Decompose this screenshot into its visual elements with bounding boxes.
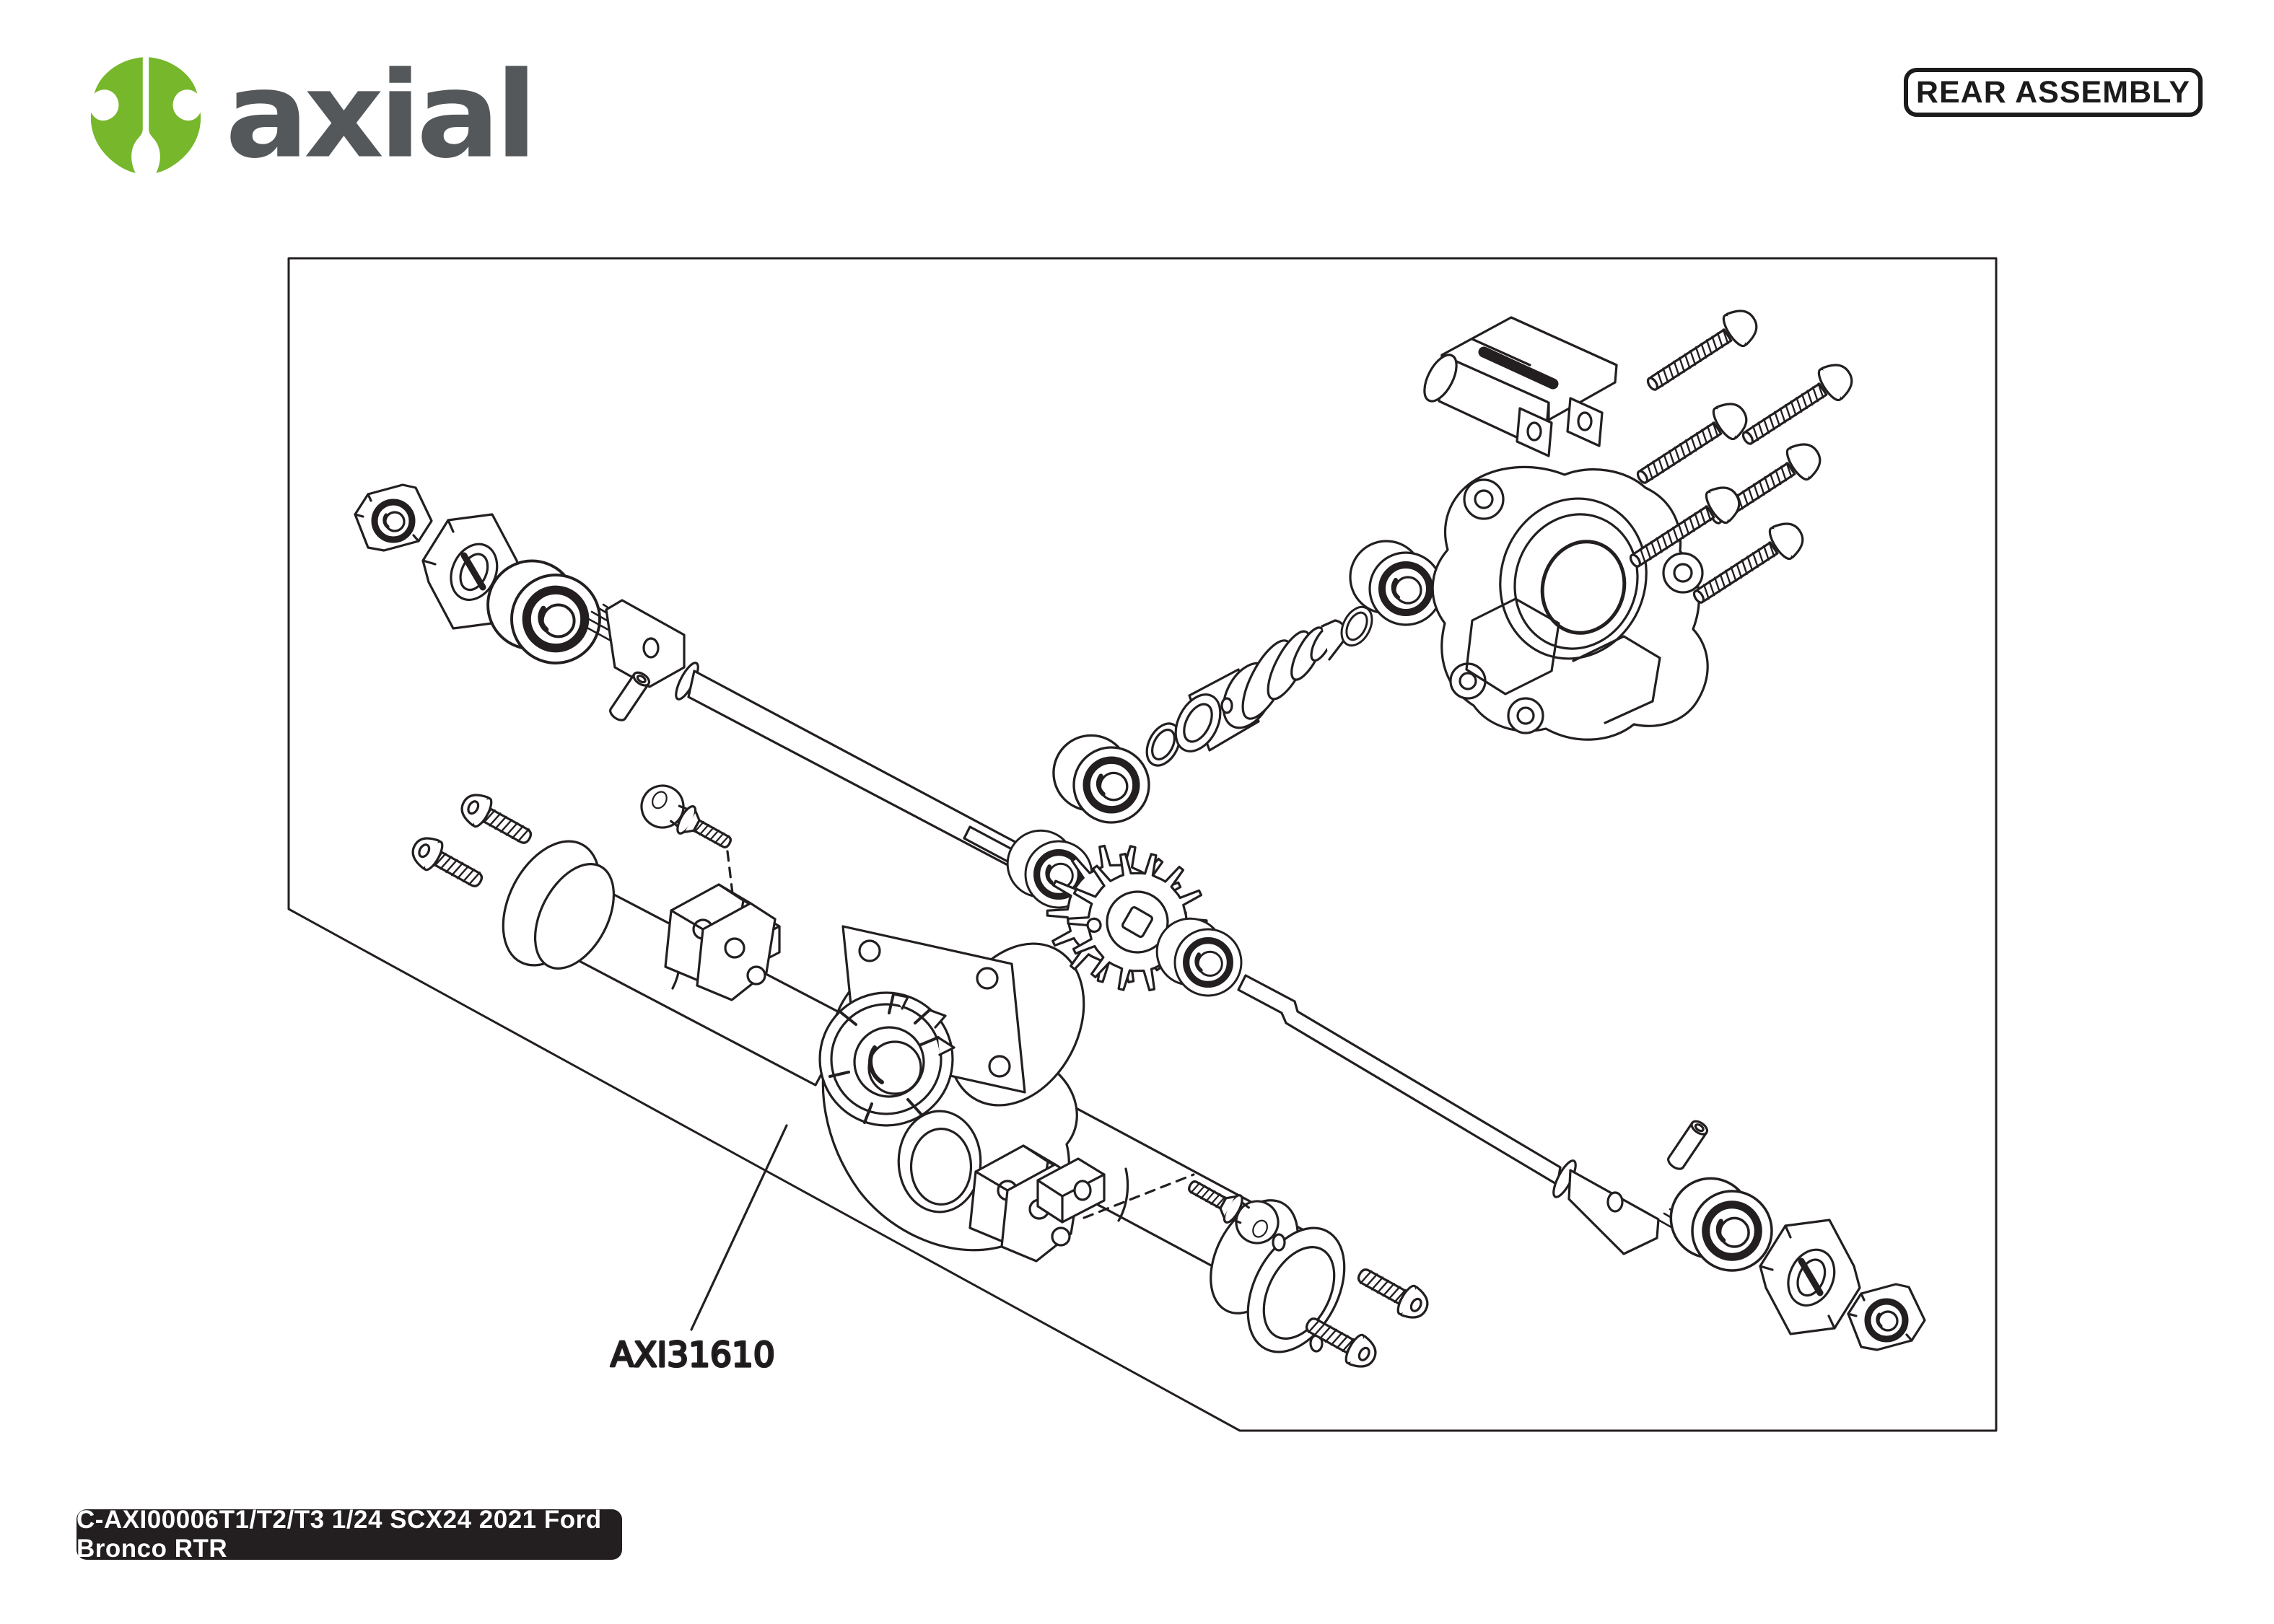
axial-emblem-icon: [90, 57, 201, 173]
diagram-frame-group: AXI31610: [287, 257, 1998, 1432]
assembly-title: REAR ASSEMBLY: [1915, 74, 2191, 110]
motor-mount-icon: [1423, 316, 1618, 457]
bearing-icon: [1054, 735, 1149, 822]
part-number-label: AXI31610: [611, 1335, 775, 1375]
button-head-screw-icon: [1351, 1258, 1435, 1325]
button-head-screw-icon: [406, 830, 489, 897]
assembly-title-badge: REAR ASSEMBLY: [1904, 68, 2203, 117]
wheel-hex-hub-icon: [1760, 1220, 1860, 1334]
left-wheel-end-group: [355, 485, 1026, 869]
long-machine-screw-icon: [1638, 302, 1765, 403]
drive-pin-icon: [1664, 1118, 1711, 1173]
kit-id-badge: C-AXI00006T1/T2/T3 1/24 SCX24 2021 Ford …: [76, 1506, 622, 1563]
brand-wordmark: axial: [225, 45, 538, 185]
kit-id-text: C-AXI00006T1/T2/T3 1/24 SCX24 2021 Ford …: [76, 1506, 602, 1563]
bearing-icon: [488, 561, 600, 663]
rear-axle-shaft-icon: [580, 599, 1026, 869]
pinion-shaft-icon: [1174, 619, 1347, 752]
brand-logo: axial: [85, 45, 538, 185]
assembly-guide-dashed-line: [1083, 1173, 1195, 1219]
drive-pin-icon: [606, 669, 653, 724]
bearing-icon: [1157, 918, 1241, 996]
long-machine-screw-icon: [1733, 356, 1860, 457]
lock-nut-icon: [355, 485, 432, 550]
rear-driveshaft-icon: [1237, 974, 1716, 1255]
diagram-border: [287, 257, 1998, 1432]
part-leader-line: [690, 1124, 788, 1331]
bearing-icon: [1671, 1178, 1772, 1270]
gearbox-housing-icon: [1431, 465, 1709, 741]
button-head-screw-icon: [455, 787, 538, 854]
long-machine-screw-icon: [1684, 514, 1811, 615]
axle-housing-icon: [502, 840, 1346, 1353]
lock-nut-icon: [1848, 1284, 1925, 1350]
long-machine-screw-icon: [1628, 395, 1755, 496]
ball-stud-icon: [632, 776, 741, 864]
